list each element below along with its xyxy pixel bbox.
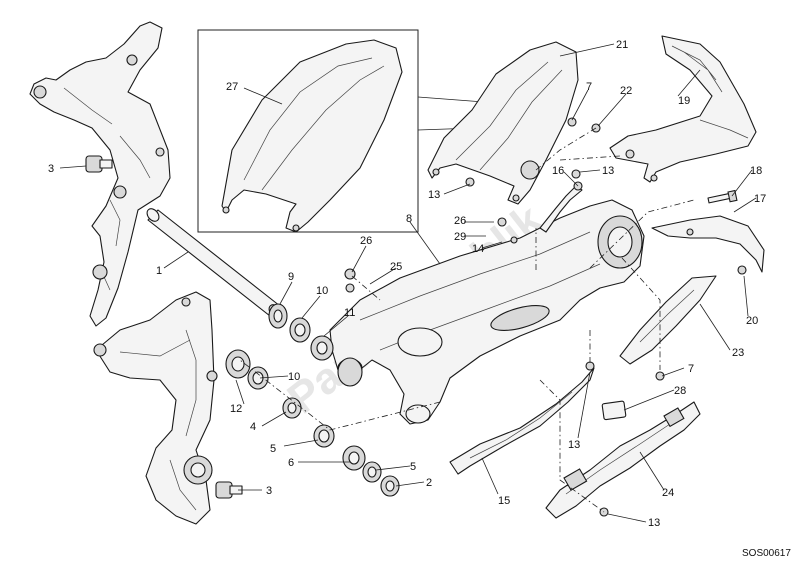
drawing-code: SOS00617 bbox=[742, 548, 791, 559]
callout-13-left: 13 bbox=[428, 189, 440, 201]
callout-26-upper: 26 bbox=[454, 215, 466, 227]
callout-21: 21 bbox=[616, 39, 628, 51]
callout-2: 2 bbox=[426, 477, 432, 489]
callout-9: 9 bbox=[288, 271, 294, 283]
callout-20: 20 bbox=[746, 315, 758, 327]
callout-7-lower: 7 bbox=[688, 363, 694, 375]
frame-bracket-upper bbox=[29, 21, 171, 327]
alignment-lines bbox=[239, 127, 695, 513]
callout-17: 17 bbox=[754, 193, 766, 205]
callout-12: 12 bbox=[230, 403, 242, 415]
bolt-3-upper bbox=[85, 155, 113, 173]
bearing-set-lower bbox=[225, 349, 400, 497]
callout-1: 1 bbox=[156, 265, 162, 277]
screw-20 bbox=[737, 265, 747, 275]
callout-10-lower: 10 bbox=[288, 371, 300, 383]
callout-16: 16 bbox=[552, 165, 564, 177]
chain-guide bbox=[545, 401, 701, 519]
callout-5-right: 5 bbox=[410, 461, 416, 473]
callout-26-lower: 26 bbox=[360, 235, 372, 247]
callout-28: 28 bbox=[674, 385, 686, 397]
callout-13-bottom: 13 bbox=[648, 517, 660, 529]
screw-18 bbox=[707, 189, 738, 204]
callout-10-upper: 10 bbox=[316, 285, 328, 297]
callout-7-upper: 7 bbox=[586, 81, 592, 93]
callout-14: 14 bbox=[472, 243, 484, 255]
callout-6: 6 bbox=[288, 457, 294, 469]
callout-29: 29 bbox=[454, 231, 466, 243]
chain-guard-upper bbox=[609, 35, 757, 183]
callout-labels: 3 1 27 21 7 22 19 16 13 13 18 17 8 26 29… bbox=[48, 39, 766, 529]
bolt-3-lower bbox=[215, 481, 243, 499]
frame-bracket-lower bbox=[93, 291, 218, 525]
callout-3-lower: 3 bbox=[266, 485, 272, 497]
callout-19: 19 bbox=[678, 95, 690, 107]
callout-18: 18 bbox=[750, 165, 762, 177]
leader-lines bbox=[59, 43, 757, 523]
callout-23: 23 bbox=[732, 347, 744, 359]
small-fasteners bbox=[344, 117, 665, 517]
rear-mudguard bbox=[651, 215, 765, 273]
callout-22: 22 bbox=[620, 85, 632, 97]
chain-guard-lower bbox=[619, 275, 717, 365]
pivot-shaft bbox=[146, 208, 282, 318]
rear-hugger bbox=[427, 41, 579, 205]
bearing-set-upper bbox=[268, 303, 363, 387]
callout-27: 27 bbox=[226, 81, 238, 93]
callout-11: 11 bbox=[344, 307, 355, 319]
callout-8: 8 bbox=[406, 213, 412, 225]
callout-15: 15 bbox=[498, 495, 510, 507]
rear-hugger-inner-liner bbox=[221, 39, 403, 233]
swingarm bbox=[329, 199, 645, 425]
callout-4: 4 bbox=[250, 421, 256, 433]
chain-slider bbox=[449, 367, 595, 475]
callout-25: 25 bbox=[390, 261, 402, 273]
callout-3-upper: 3 bbox=[48, 163, 54, 175]
callout-13-mid: 13 bbox=[568, 439, 580, 451]
decal-28 bbox=[601, 400, 627, 421]
callout-24: 24 bbox=[662, 487, 674, 499]
callout-5-left: 5 bbox=[270, 443, 276, 455]
callout-13-right: 13 bbox=[602, 165, 614, 177]
